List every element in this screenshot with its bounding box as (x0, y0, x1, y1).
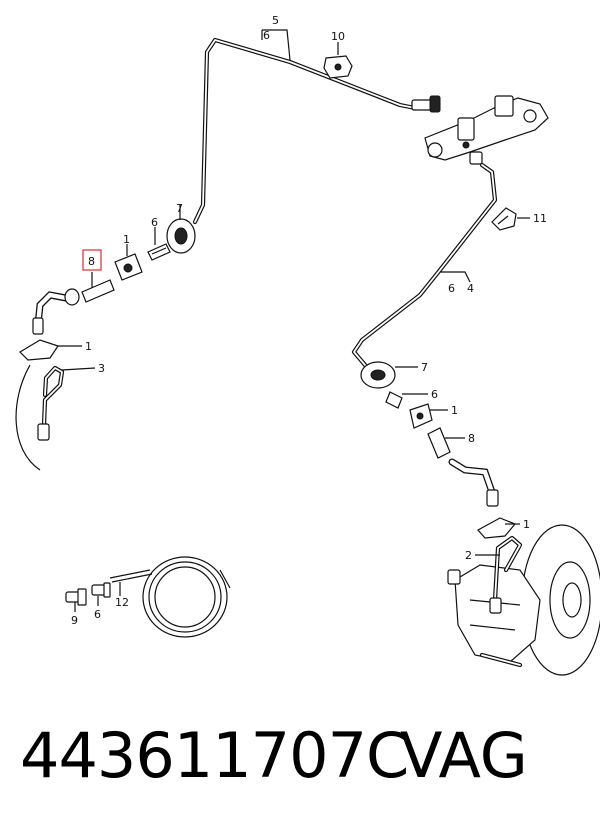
callout-1-right: 1 (451, 404, 458, 417)
callout-2: 2 (465, 549, 472, 562)
brake-pipe-part-2 (479, 535, 523, 668)
brake-pipe-right (351, 162, 498, 375)
union-nut-part-6-loose (91, 582, 111, 598)
callout-6-right: 6 (431, 388, 438, 401)
pipe-coil-part-12 (109, 556, 231, 638)
callout-8-left: 8 (88, 255, 95, 268)
highlight-box-part-8 (82, 249, 102, 271)
callout-6-left: 6 (151, 216, 158, 229)
brand-name: VAG (400, 719, 528, 792)
brake-hose-part-8-left (32, 279, 115, 335)
brake-disc (521, 524, 600, 676)
brake-line-diagram: 5 6 10 11 6 4 7 6 1 8 1 3 7 6 1 8 1 2 9 … (15, 14, 600, 676)
master-cylinder (424, 95, 549, 165)
brake-pipe-part-3 (37, 365, 65, 441)
grommet-part-7-left (166, 218, 196, 254)
brake-hose-part-8-right (427, 427, 499, 507)
callout-6-top: 6 (263, 29, 270, 42)
callout-labels: 5 6 10 11 6 4 7 6 1 8 1 3 7 6 1 8 1 2 9 … (71, 14, 547, 627)
callout-1-caliper: 1 (523, 518, 530, 531)
brake-pipe-upper (192, 37, 418, 225)
union-part-1-left (114, 253, 143, 281)
bracket-part-1-caliper (477, 517, 516, 539)
union-nut-part-6-right (385, 391, 403, 409)
callout-10: 10 (331, 30, 345, 43)
union-part-1-right (409, 403, 433, 429)
part-number: 443611707C (20, 719, 409, 792)
bracket-part-11 (491, 207, 517, 231)
clip-part-10 (323, 55, 353, 79)
callout-6-loose: 6 (94, 608, 101, 621)
callout-8-right: 8 (468, 432, 475, 445)
callout-7-right: 7 (421, 361, 428, 374)
callout-6-right-pipe: 6 (448, 282, 455, 295)
callout-11: 11 (533, 212, 547, 225)
wheel-outline-left (15, 364, 41, 471)
callout-1-left: 1 (123, 233, 130, 246)
union-nut-part-6-left (147, 243, 171, 261)
bracket-part-1-lower-left (19, 339, 59, 361)
callout-12: 12 (115, 596, 129, 609)
callout-7-left: 7 (176, 202, 183, 215)
callout-3: 3 (98, 362, 105, 375)
callout-1-lower-left: 1 (85, 340, 92, 353)
callout-5: 5 (272, 14, 279, 27)
callout-9: 9 (71, 614, 78, 627)
leader-lines (58, 29, 530, 612)
bleed-screw-part-9 (65, 588, 87, 606)
master-cylinder-fitting (411, 95, 441, 113)
callout-4: 4 (467, 282, 474, 295)
grommet-part-7-right (360, 361, 396, 389)
footer: 443611707C VAG (0, 706, 600, 806)
